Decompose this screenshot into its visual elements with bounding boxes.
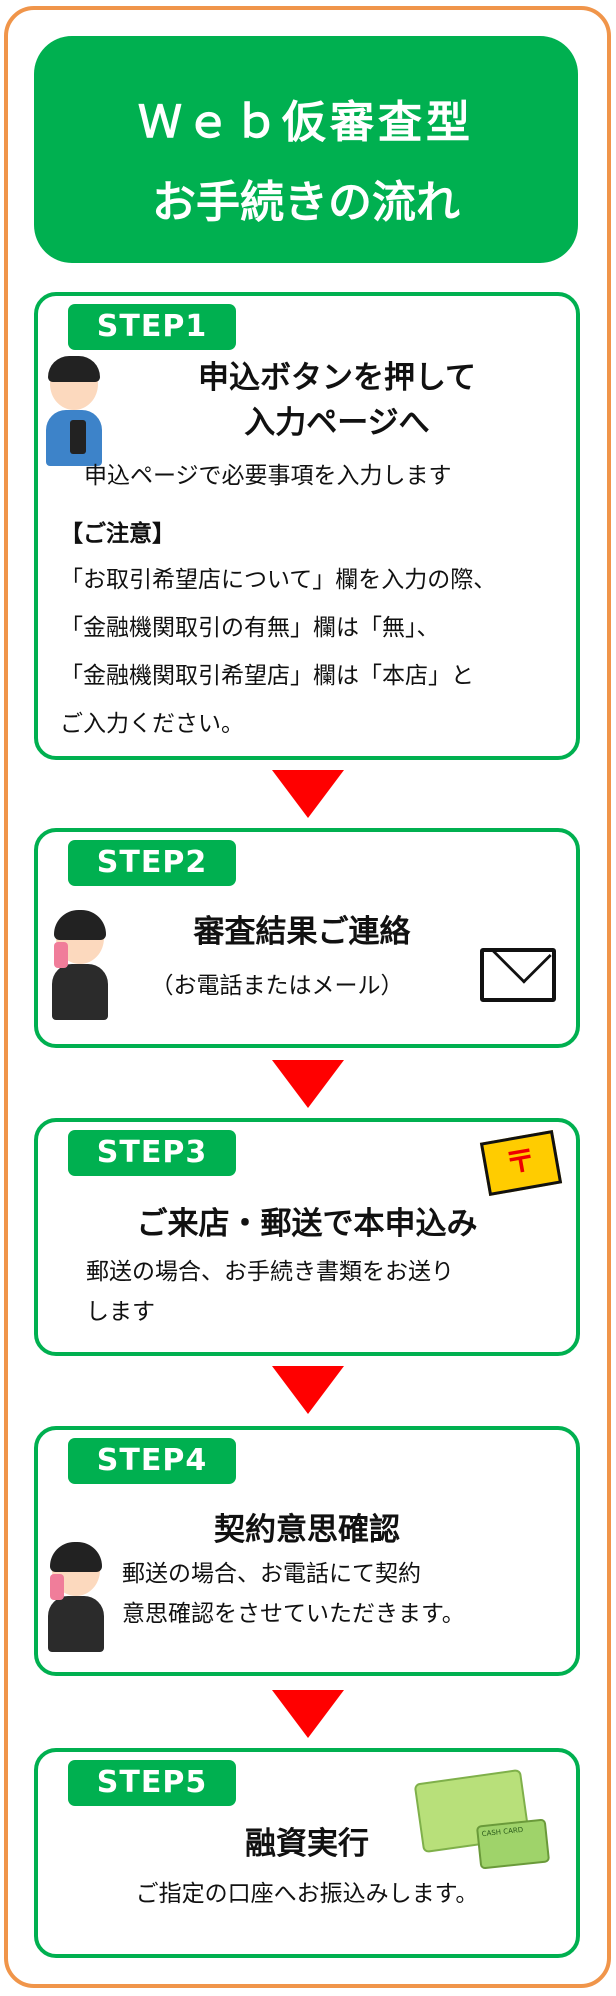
outer-frame [4, 6, 611, 1988]
page-title-line2: お手続きの流れ [152, 177, 460, 228]
step-description: 意思確認をさせていただきます。 [122, 1601, 465, 1627]
woman-on-phone-icon [50, 910, 110, 1022]
down-arrow-icon [272, 770, 344, 818]
step-heading: ご来店・郵送で本申込み [136, 1206, 478, 1242]
step-5-card: STEP5 CASH CARD 融資実行 ご指定の口座へお振込みします。 [34, 1748, 580, 1958]
note-title: 【ご注意】 [60, 521, 175, 547]
step-3-card: STEP3 〒 ご来店・郵送で本申込み 郵送の場合、お手続き書類をお送り します [34, 1118, 580, 1356]
step-2-card: STEP2 審査結果ご連絡 （お電話またはメール） [34, 828, 580, 1048]
step-badge: STEP2 [68, 840, 236, 886]
step-badge: STEP1 [68, 304, 236, 350]
step-1-card: STEP1 申込ボタンを押して 入力ページへ 申込ページで必要事項を入力します … [34, 292, 580, 760]
note-line: 「お取引希望店について」欄を入力の際、 [60, 567, 497, 593]
step-description: 郵送の場合、お手続き書類をお送り [86, 1259, 454, 1285]
page-title-banner: Ｗｅｂ仮審査型 お手続きの流れ [34, 36, 578, 263]
step-heading: 審査結果ご連絡 [193, 914, 411, 950]
step-badge: STEP4 [68, 1438, 236, 1484]
step-heading: 契約意思確認 [214, 1512, 400, 1548]
woman-on-phone-icon [46, 1542, 106, 1654]
step-description: 申込ページで必要事項を入力します [84, 463, 452, 489]
note-line: 「金融機関取引の有無」欄は「無」、 [60, 615, 440, 641]
step-heading: 融資実行 [245, 1826, 369, 1862]
step-heading: 申込ボタンを押して 入力ページへ [197, 360, 477, 441]
down-arrow-icon [272, 1366, 344, 1414]
note-line: 「金融機関取引希望店」欄は「本店」と [60, 663, 474, 689]
note-line: ご入力ください。 [60, 711, 244, 737]
man-with-smartphone-icon [44, 356, 104, 468]
step-description: 郵送の場合、お電話にて契約 [122, 1561, 421, 1587]
step-description: ご指定の口座へお振込みします。 [135, 1881, 479, 1907]
postal-envelope-icon: 〒 [479, 1129, 563, 1197]
step-4-card: STEP4 契約意思確認 郵送の場合、お電話にて契約 意思確認をさせていただきま… [34, 1426, 580, 1676]
page-title-line1: Ｗｅｂ仮審査型 [138, 97, 474, 148]
step-badge: STEP3 [68, 1130, 236, 1176]
step-description: します [86, 1299, 155, 1325]
down-arrow-icon [272, 1690, 344, 1738]
step-badge: STEP5 [68, 1760, 236, 1806]
down-arrow-icon [272, 1060, 344, 1108]
step-description: （お電話またはメール） [150, 973, 404, 999]
mail-envelope-icon [480, 948, 556, 1002]
